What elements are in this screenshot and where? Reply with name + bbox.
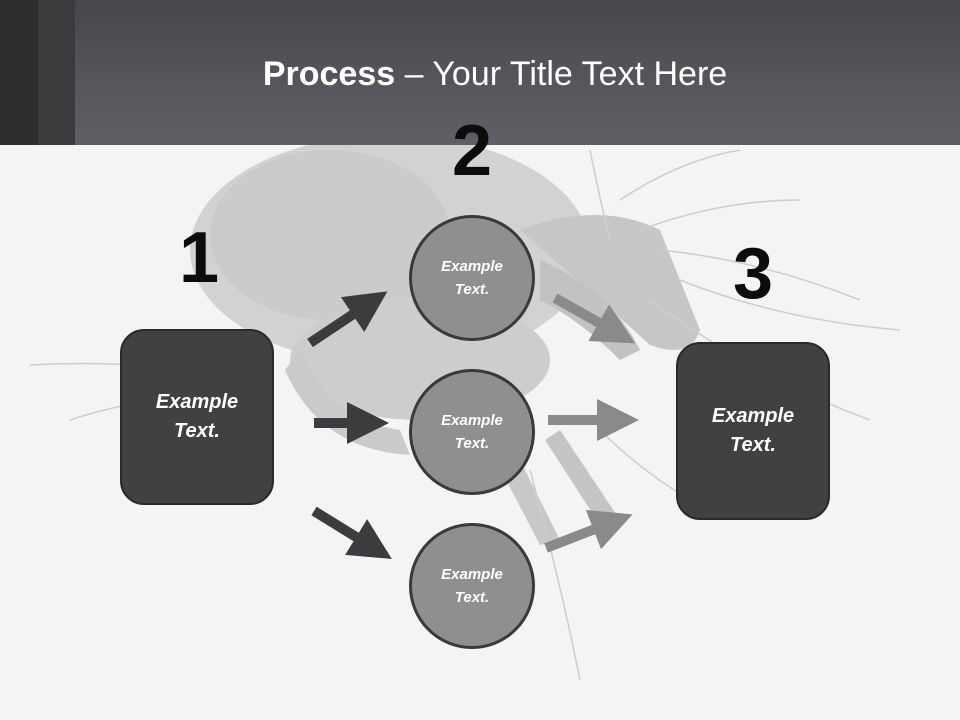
- step-number-1: 1: [178, 218, 220, 298]
- title-bold: Process: [262, 55, 396, 93]
- page-title: Process – Your Title Text Here: [0, 52, 960, 96]
- header-accent-bar-dark: [0, 0, 38, 145]
- process-circle-top-text: Example Text.: [441, 258, 503, 298]
- process-circle-bottom: Example Text.: [409, 523, 535, 649]
- step-number-2: 2: [451, 111, 493, 191]
- process-box-right: Example Text.: [676, 342, 830, 520]
- step-number-3: 3: [732, 234, 774, 314]
- header-band: Process – Your Title Text Here: [0, 0, 960, 145]
- title-rest: – Your Title Text Here: [395, 55, 728, 93]
- process-box-left: Example Text.: [120, 329, 274, 505]
- arrow-from-circle-top: [552, 293, 636, 344]
- process-circle-middle: Example Text.: [409, 369, 535, 495]
- arrow-to-circle-top: [307, 291, 388, 348]
- process-box-right-text: Example Text.: [711, 405, 795, 456]
- process-box-left-text: Example Text.: [155, 391, 239, 442]
- arrow-to-circle-bottom: [311, 506, 392, 560]
- process-circle-middle-text: Example Text.: [441, 412, 503, 452]
- header-accent-bar: [38, 0, 75, 145]
- process-circle-top: Example Text.: [409, 215, 535, 341]
- process-circle-bottom-text: Example Text.: [441, 566, 503, 606]
- arrow-from-circle-bottom: [544, 510, 633, 553]
